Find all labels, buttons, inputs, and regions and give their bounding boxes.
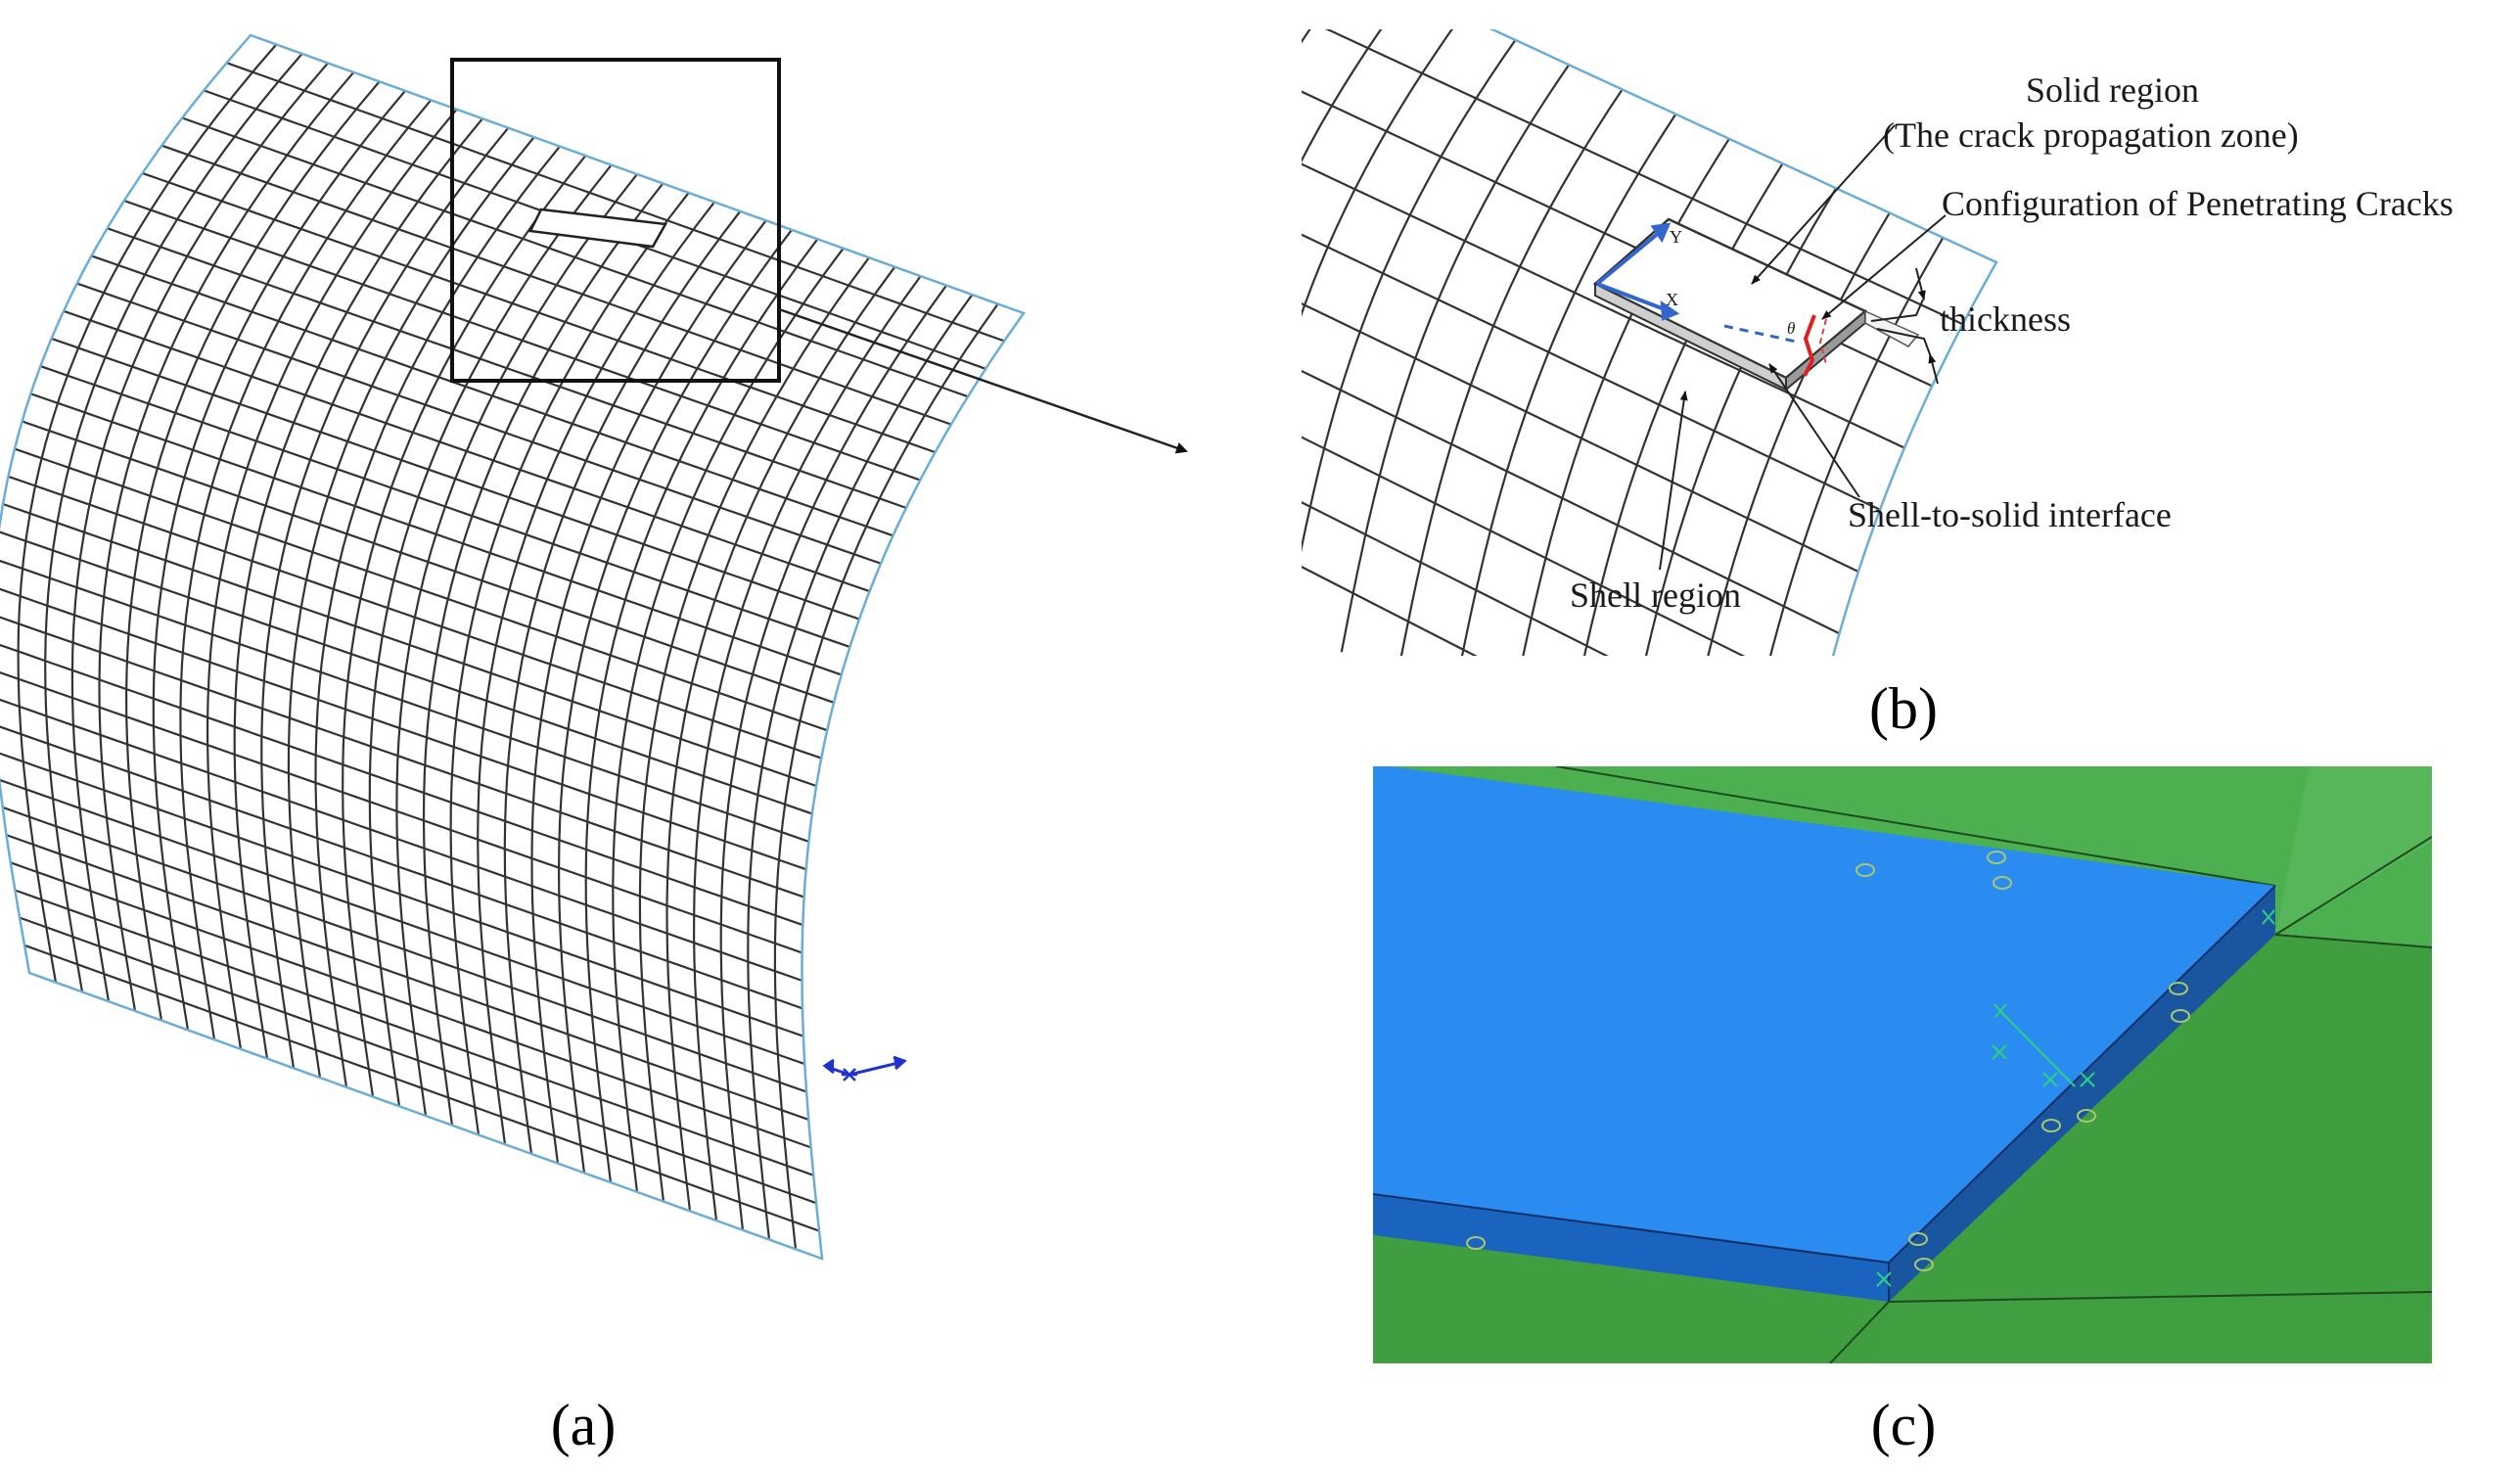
shell-region-boundary [1489, 29, 1998, 656]
crack-front [1803, 314, 1816, 377]
solid-region-label: Solid region [2026, 70, 2199, 110]
caption-b: (b) [1869, 676, 1938, 741]
zoom-arrow [778, 307, 1188, 454]
solid-plate-side [1373, 1194, 1889, 1302]
shell-region-mesh [1302, 29, 1964, 656]
crack-zone-label: (The crack propagation zone) [1883, 115, 2299, 155]
thickness-label: thickness [1940, 299, 2071, 339]
caption-c: (c) [1871, 1393, 1937, 1457]
solid-plate-top [1373, 766, 2275, 1263]
shell-mesh-boundary [0, 33, 1026, 1261]
crack-angle-label: θ [1787, 319, 1795, 338]
panel-a-curved-shell-mesh [0, 33, 1188, 1261]
crack-slot [528, 207, 668, 249]
leader-lines [1659, 124, 1947, 571]
thickness-dimension [1870, 267, 1939, 385]
shell-region-label: Shell region [1570, 576, 1741, 615]
interface-label: Shell-to-solid interface [1848, 495, 2172, 534]
constraint-markers [1876, 909, 2275, 1287]
axis-x-label: X [1666, 290, 1678, 309]
crack-config-label: Configuration of Penetrating Cracks [1942, 184, 2453, 223]
node-markers [1466, 851, 2190, 1271]
shell-mesh-grid [0, 43, 1005, 1250]
coordinate-triad-icon [822, 1055, 907, 1082]
solid-region-block [1592, 217, 1920, 392]
axis-y-label: Y [1670, 227, 1682, 247]
zoom-window-box [450, 58, 781, 383]
local-axes [1595, 222, 1802, 345]
caption-a: (a) [551, 1393, 617, 1457]
panel-b-zoomed-region: Y X θ Solid region (The crack propagatio… [1302, 29, 2453, 656]
solid-plate-edge [1889, 886, 2275, 1302]
panel-c-solid-shell-render [1373, 766, 2432, 1363]
